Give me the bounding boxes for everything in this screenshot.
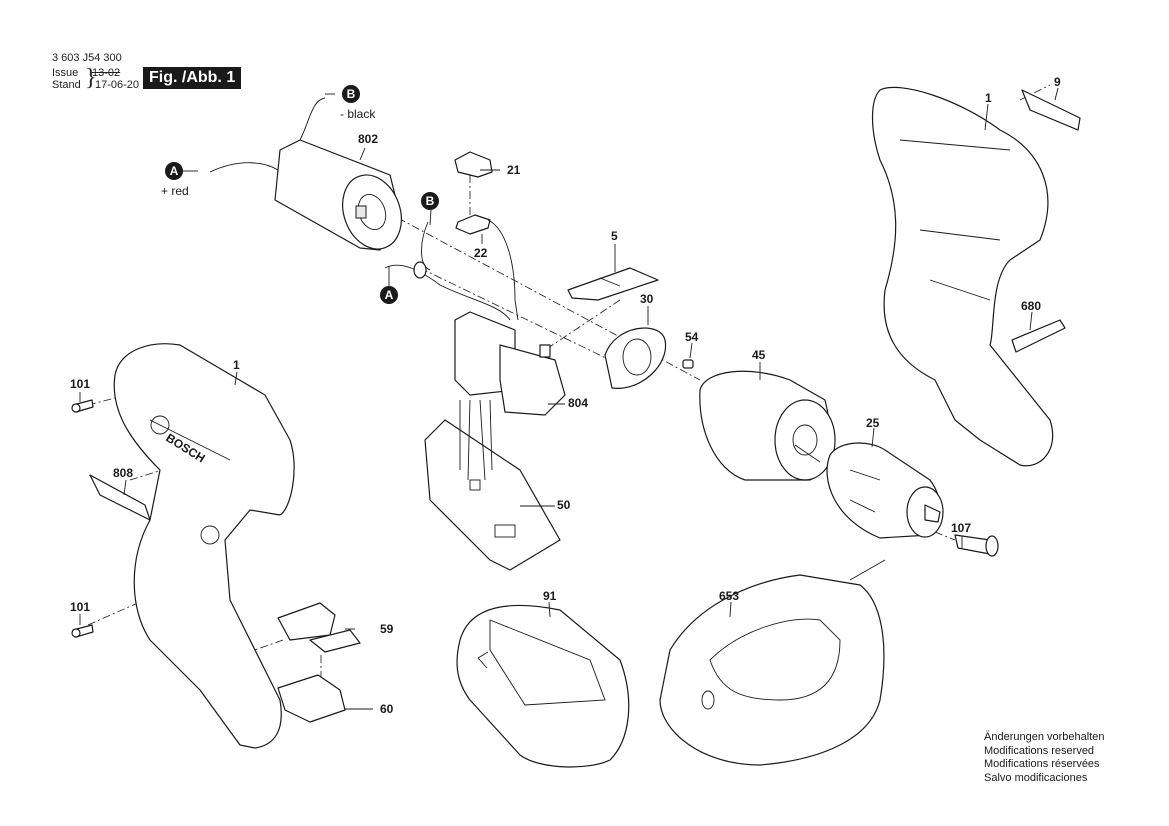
part-101-screw-top[interactable]: [71, 399, 94, 413]
label-5: 5: [611, 229, 618, 243]
part-54-screw[interactable]: [682, 359, 694, 369]
part-808-nameplate[interactable]: [89, 474, 151, 521]
part-22-sensor-board[interactable]: [455, 214, 519, 321]
label-1-right: 1: [985, 91, 992, 105]
part-5-slide-switch[interactable]: [567, 267, 659, 301]
wire-marker-b-top: B: [342, 85, 360, 103]
notice-line-fr: Modifications réservées: [984, 758, 1100, 770]
part-60-cover[interactable]: [277, 674, 346, 723]
part-9-nameplate[interactable]: [1021, 89, 1081, 131]
motor-802[interactable]: [209, 97, 411, 257]
label-802: 802: [358, 132, 379, 146]
part-101-screw-bottom[interactable]: [71, 624, 94, 638]
housing-right-1[interactable]: [871, 86, 1054, 467]
wire-marker-a-mid: A: [380, 286, 398, 304]
part-107-screw[interactable]: [954, 534, 999, 557]
label-60: 60: [380, 702, 394, 716]
leader-lines: [79, 87, 1059, 710]
part-91-battery-pack[interactable]: [456, 604, 630, 768]
assembly-lines: [87, 84, 1051, 682]
wire-marker-b-mid: B: [421, 192, 439, 210]
notice-line-es: Salvo modificaciones: [984, 771, 1088, 784]
housing-left-1[interactable]: BOSCH: [113, 343, 295, 749]
label-804: 804: [568, 396, 589, 410]
label-25: 25: [866, 416, 880, 430]
part-680-screwdriver-bit[interactable]: [1011, 319, 1066, 353]
label-101-bottom: 101: [70, 600, 91, 614]
part-30-brush-plate[interactable]: [604, 327, 667, 389]
issue-label: Issue: [52, 67, 79, 79]
modifications-notice: Änderungen vorbehalten Modifications res…: [984, 731, 1104, 785]
wire-marker-a-left: A: [165, 162, 183, 180]
part-804-switch[interactable]: [454, 311, 566, 416]
label-21: 21: [507, 163, 521, 177]
label-1-left: 1: [233, 358, 240, 372]
label-91: 91: [543, 589, 557, 603]
label-50: 50: [557, 498, 571, 512]
label-30: 30: [640, 292, 654, 306]
wire-note-red: + red: [161, 184, 189, 198]
label-101-top: 101: [70, 377, 91, 391]
wiring-harness: [384, 221, 511, 321]
part-45-gearbox[interactable]: [699, 370, 836, 481]
label-9: 9: [1054, 75, 1061, 89]
part-25-chuck[interactable]: [826, 442, 944, 539]
label-808: 808: [113, 466, 134, 480]
label-680: 680: [1021, 299, 1042, 313]
part-50-electronics-board[interactable]: [424, 399, 561, 571]
part-59-cover[interactable]: [277, 602, 361, 653]
label-54: 54: [685, 330, 699, 344]
figure-label: Fig. /Abb. 1: [143, 67, 242, 89]
label-107: 107: [951, 521, 972, 535]
label-22: 22: [474, 246, 488, 260]
label-45: 45: [752, 348, 766, 362]
wire-note-black: - black: [340, 107, 376, 121]
document-number: 3 603 J54 300: [52, 52, 122, 64]
issue-value: 13-02: [92, 67, 121, 79]
label-653: 653: [719, 589, 740, 603]
brace-bracket: }: [85, 65, 97, 91]
stand-value: 17-06-20: [95, 79, 140, 91]
notice-line-de: Änderungen vorbehalten: [984, 731, 1105, 743]
part-653-charger[interactable]: [659, 559, 886, 766]
part-21-cover[interactable]: [454, 151, 493, 178]
stand-label: Stand: [52, 79, 81, 91]
label-59: 59: [380, 622, 394, 636]
notice-line-en: Modifications reserved: [984, 744, 1095, 757]
